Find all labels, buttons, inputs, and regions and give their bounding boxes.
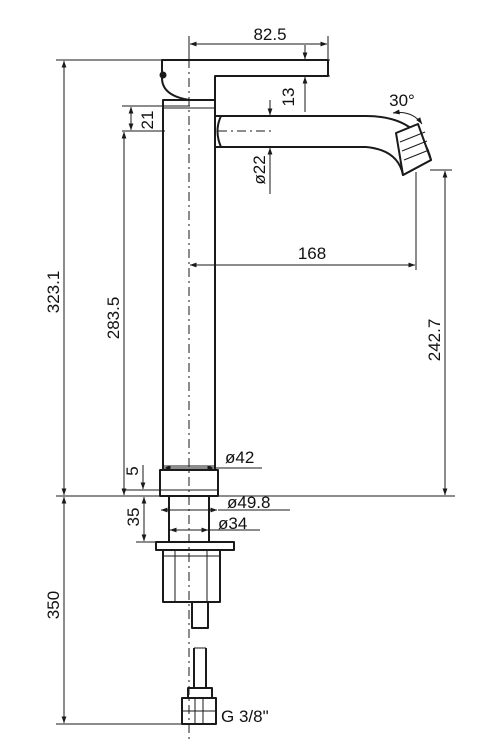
fixing-nut [162, 549, 221, 603]
dim-handle-length: 82.5 [188, 25, 329, 60]
dim-shank-length-label: 35 [124, 508, 143, 527]
dim-base-step: 5 [122, 465, 160, 491]
dim-spout-height-label: 283.5 [104, 297, 123, 340]
dim-body-diameter-label: ø42 [225, 448, 254, 467]
hose-end-connector [181, 687, 217, 725]
dim-outlet-height: 242.7 [425, 169, 452, 496]
dim-spout-angle-label: 30° [389, 91, 415, 110]
spout [214, 115, 432, 176]
dim-handle-length-label: 82.5 [253, 25, 286, 44]
connection-thread-label: G 3/8" [221, 707, 269, 726]
dim-body-diameter: ø42 [163, 448, 262, 471]
handle-lever [159, 59, 329, 101]
dim-total-height-label: 323.1 [44, 271, 63, 314]
dim-spout-reach: 168 [189, 172, 417, 270]
dim-base-step-label: 5 [123, 466, 142, 475]
washer [155, 541, 235, 551]
dim-hose-length: 350 [44, 496, 182, 725]
dim-handle-height-label: 13 [279, 88, 298, 107]
dim-hose-length-label: 350 [44, 591, 63, 619]
dim-spout-angle: 30° [389, 91, 423, 125]
hose-stub [191, 601, 209, 629]
dim-shank-diameter: ø34 [169, 514, 260, 533]
dim-spout-height: 283.5 [104, 131, 127, 496]
dim-spout-diameter-label: ø22 [250, 155, 269, 184]
dim-outlet-height-label: 242.7 [425, 319, 444, 362]
dim-total-height: 323.1 [44, 59, 162, 496]
dim-handle-height: 13 [279, 45, 330, 112]
dim-spout-reach-label: 168 [298, 244, 326, 263]
dim-spout-diameter: ø22 [250, 100, 273, 194]
dim-shank-length: 35 [124, 496, 156, 543]
dim-base-diameter: ø49.8 [160, 493, 290, 513]
handle-screw-icon [159, 71, 167, 79]
flexible-hose [193, 647, 207, 688]
dim-shank-diameter-label: ø34 [218, 514, 247, 533]
dim-spout-offset: 21 [122, 105, 190, 132]
dim-base-diameter-label: ø49.8 [227, 493, 270, 512]
dim-spout-offset-label: 21 [138, 111, 157, 130]
